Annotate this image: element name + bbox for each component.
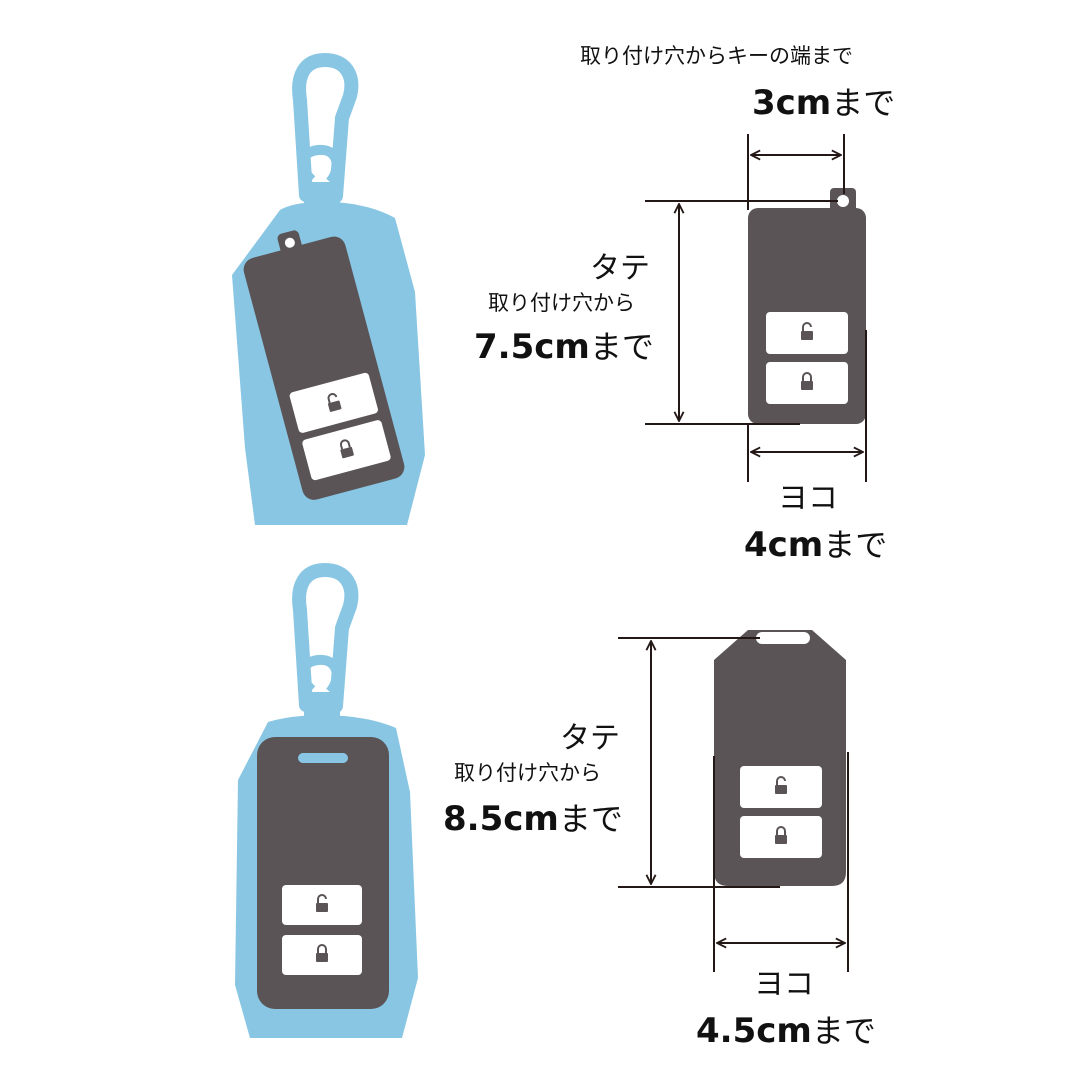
- top-base-unit: まで: [823, 526, 888, 564]
- bottom-clasp: [292, 563, 359, 713]
- top-height-caption-1: タテ: [590, 251, 650, 286]
- bottom-base-label: 4.5cmまで: [696, 1014, 876, 1048]
- bottom-base-unit: まで: [811, 1012, 876, 1050]
- top-clasp: [292, 53, 359, 203]
- bottom-base-caption: ヨコ: [754, 967, 814, 1002]
- top-base-label: 4cmまで: [744, 528, 887, 562]
- bottom-base-value: 4.5cm: [696, 1011, 812, 1051]
- top-dimension-lines: [645, 134, 867, 482]
- top-base-caption: ヨコ: [778, 481, 838, 516]
- top-width-unit: まで: [831, 84, 896, 122]
- bottom-strap-loop: [298, 654, 342, 696]
- top-height-value: 7.5cm: [474, 327, 590, 367]
- bottom-height-caption-2: 取り付け穴から: [454, 761, 601, 785]
- top-height-caption-2: 取り付け穴から: [488, 291, 635, 315]
- bottom-height-caption-1: タテ: [560, 721, 620, 756]
- top-width-value: 3cm: [752, 83, 832, 123]
- top-base-value: 4cm: [744, 525, 824, 565]
- top-width-label: 3cmまで: [752, 86, 895, 120]
- bottom-height-label: 8.5cmまで: [443, 802, 623, 836]
- bottom-height-unit: まで: [558, 800, 623, 838]
- bottom-pouch: [235, 563, 418, 1038]
- top-key-in-pouch: [243, 230, 405, 500]
- top-key-dimensioned: [748, 188, 866, 424]
- bottom-key-dimensioned: [714, 630, 846, 886]
- top-height-unit: まで: [589, 328, 654, 366]
- top-width-caption: 取り付け穴からキーの端まで: [580, 44, 853, 68]
- bottom-height-value: 8.5cm: [443, 799, 559, 839]
- top-strap-loop: [298, 144, 342, 186]
- bottom-dimension-lines: [618, 637, 849, 972]
- top-height-label: 7.5cmまで: [474, 330, 654, 364]
- top-pouch: [232, 53, 425, 526]
